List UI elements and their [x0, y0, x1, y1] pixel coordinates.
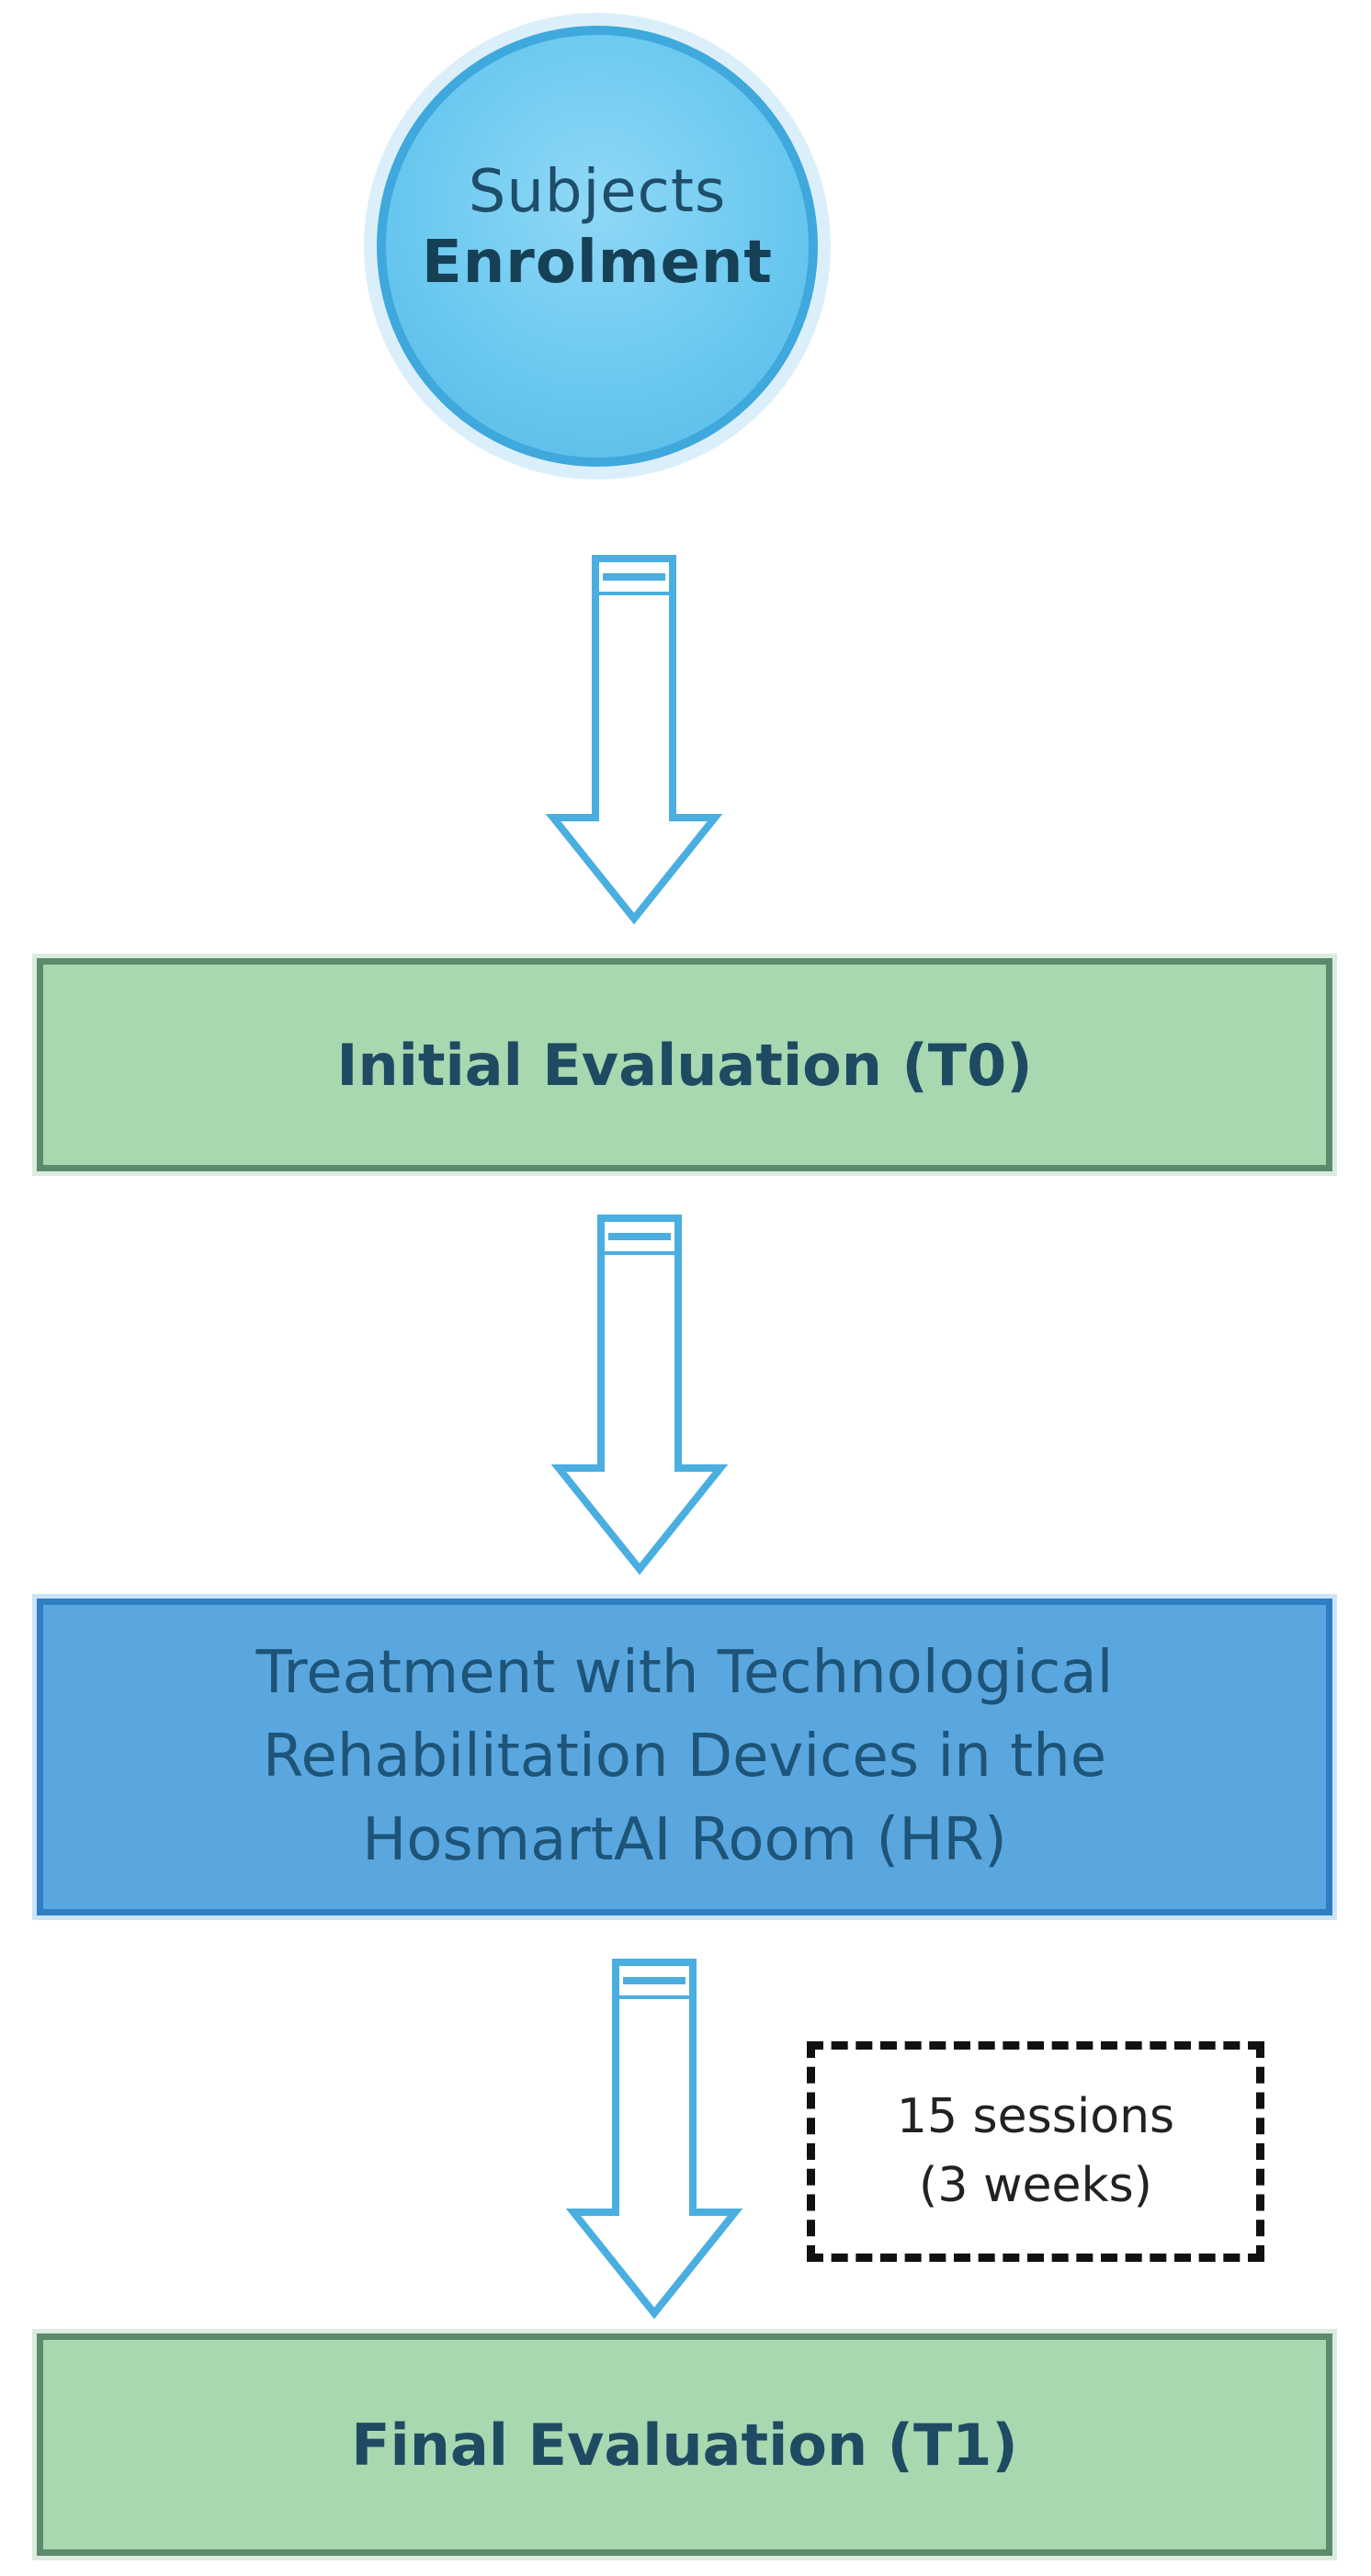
- flow-arrow-down-icon: [562, 1955, 746, 2322]
- duration-note-line1: 15 sessions: [896, 2088, 1175, 2144]
- treatment-box: Treatment with Technological Rehabilitat…: [37, 1599, 1332, 1915]
- treatment-label-line3: HosmartAI Room (HR): [362, 1805, 1007, 1874]
- duration-note-line2: (3 weeks): [919, 2158, 1152, 2213]
- start-node-label-line1: Subjects: [468, 158, 727, 227]
- final-evaluation-label: Final Evaluation (T1): [351, 2411, 1018, 2479]
- initial-evaluation-label: Initial Evaluation (T0): [336, 1031, 1033, 1099]
- initial-evaluation-box: Initial Evaluation (T0): [37, 958, 1332, 1171]
- flow-arrow-down-icon: [542, 551, 726, 928]
- treatment-label-line1: Treatment with Technological: [255, 1639, 1114, 1708]
- duration-note: 15 sessions (3 weeks): [807, 2041, 1264, 2262]
- final-evaluation-box: Final Evaluation (T1): [37, 2333, 1332, 2556]
- treatment-label-line2: Rehabilitation Devices in the: [262, 1723, 1107, 1791]
- start-node-label-line2: Enrolment: [422, 229, 773, 297]
- flow-arrow-down-icon: [548, 1211, 731, 1578]
- start-node-subjects-enrolment: Subjects Enrolment: [377, 26, 818, 467]
